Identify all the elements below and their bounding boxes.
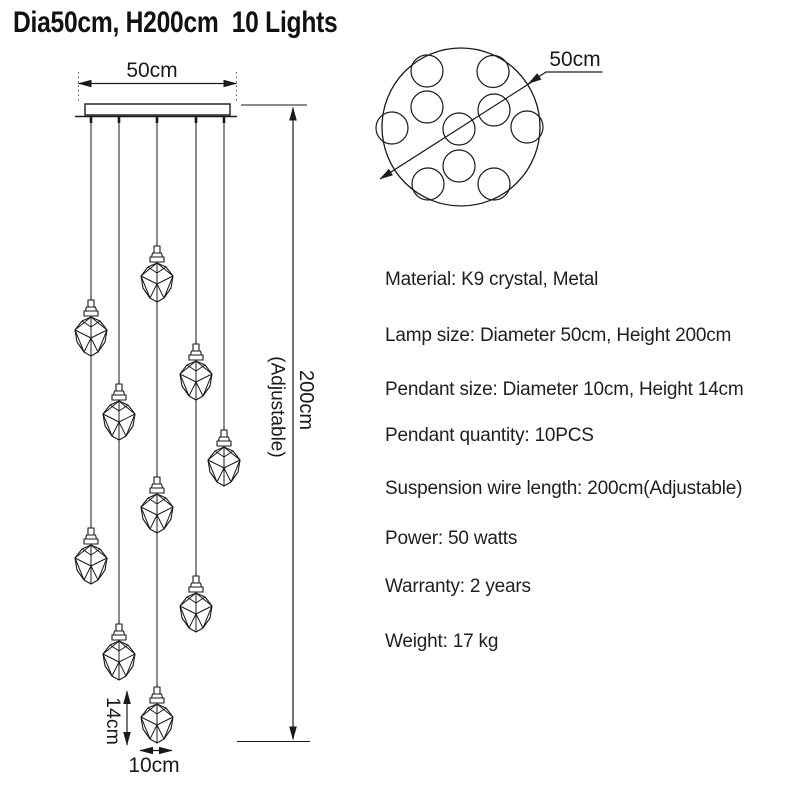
top-view-diameter-label: 50cm — [549, 48, 600, 71]
spec-lamp-size: Lamp size: Diameter 50cm, Height 200cm — [385, 325, 732, 346]
height-dimension: 200cm (Adjustable) — [237, 104, 317, 742]
pendant-height-label: 14cm — [102, 697, 124, 745]
spec-weight: Weight: 17 kg — [385, 631, 499, 652]
spec-pendant-size: Pendant size: Diameter 10cm, Height 14cm — [385, 379, 744, 400]
canopy — [75, 103, 237, 118]
pendant-width-dimension: 10cm — [128, 746, 180, 777]
canopy-outline-circle — [381, 47, 541, 207]
spec-pendant-qty: Pendant quantity: 10PCS — [385, 425, 594, 446]
height-dimension-label: 200cm — [295, 370, 317, 430]
pendant-height-dimension: 14cm — [102, 690, 131, 746]
canopy-width-label: 50cm — [126, 59, 177, 82]
height-adjustable-note: (Adjustable) — [267, 356, 288, 457]
top-view-diameter-dimension — [379, 71, 603, 180]
spec-material: Material: K9 crystal, Metal — [385, 269, 599, 290]
pendant-width-label: 10cm — [128, 754, 179, 777]
canopy-width-dimension: 50cm — [77, 59, 238, 101]
page-title: Dia50cm, H200cm 10 Lights — [13, 6, 338, 39]
suspension-wires — [90, 117, 225, 689]
spec-warranty: Warranty: 2 years — [385, 576, 531, 597]
wire-top-caps — [89, 117, 226, 123]
top-view: 50cm — [375, 47, 603, 207]
spec-wire-length: Suspension wire length: 200cm(Adjustable… — [385, 478, 743, 499]
spec-power: Power: 50 watts — [385, 528, 518, 549]
pendant-position-circles — [375, 54, 544, 201]
